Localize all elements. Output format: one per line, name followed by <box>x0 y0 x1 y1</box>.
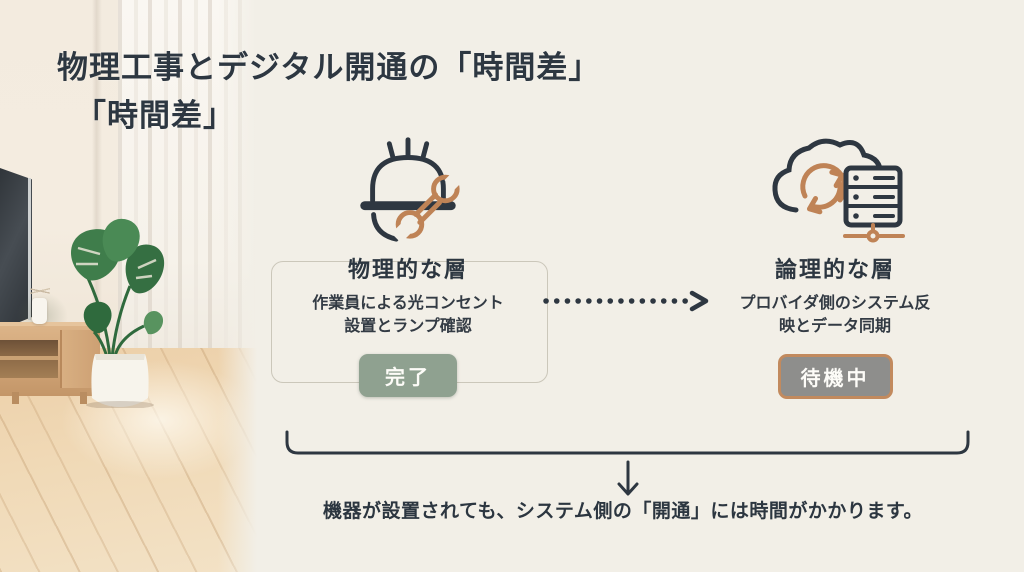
status-badge-complete: 完了 <box>359 354 457 397</box>
logical-desc-line1: プロバイダ側のシステム反 <box>739 295 931 312</box>
slide-title-line1: 物理工事とデジタル開通の「時間差」 <box>57 50 601 85</box>
physical-layer-heading: 物理的な層 <box>347 257 468 282</box>
cloud-sync-server-icon <box>710 126 960 248</box>
photo-cabinet-leg <box>12 392 19 404</box>
photo-diffuser-sticks <box>30 282 50 300</box>
slide-title: 物理工事とデジタル開通の「時間差」 「時間差」 <box>57 44 600 140</box>
physical-layer-description: 作業員による光コンセント 設置とランプ確認 <box>283 292 533 338</box>
summary-bracket <box>285 430 970 496</box>
status-badge-waiting: 待機中 <box>777 354 893 399</box>
photo-wall-corner <box>92 0 102 350</box>
photo-panel-blend <box>218 0 262 572</box>
hard-hat-wrench-icon <box>283 126 533 248</box>
logical-layer-column: 論理的な層 プロバイダ側のシステム反 映とデータ同期 待機中 <box>710 126 960 399</box>
down-arrow-icon <box>617 460 639 496</box>
logical-desc-line2: 映とデータ同期 <box>778 318 891 335</box>
logical-layer-description: プロバイダ側のシステム反 映とデータ同期 <box>710 292 960 338</box>
photo-tv-edge <box>28 178 31 320</box>
logical-layer-heading: 論理的な層 <box>774 257 895 282</box>
photo-cabinet-shelf-board <box>0 356 58 360</box>
slide-title-line2: 「時間差」 <box>75 98 235 133</box>
footer-note: 機器が設置されても、システム側の「開通」には時間がかかります。 <box>323 501 923 522</box>
dotted-arrow-icon <box>543 290 709 312</box>
living-room-photo <box>0 0 262 572</box>
photo-tv <box>0 168 32 330</box>
photo-cabinet-leg <box>80 392 87 404</box>
physical-desc-line2: 設置とランプ確認 <box>344 318 472 335</box>
physical-layer-column: 物理的な層 作業員による光コンセント 設置とランプ確認 完了 <box>283 126 533 397</box>
photo-diffuser <box>32 298 47 324</box>
photo-monstera-plant <box>71 218 165 408</box>
physical-desc-line1: 作業員による光コンセント <box>312 295 504 312</box>
